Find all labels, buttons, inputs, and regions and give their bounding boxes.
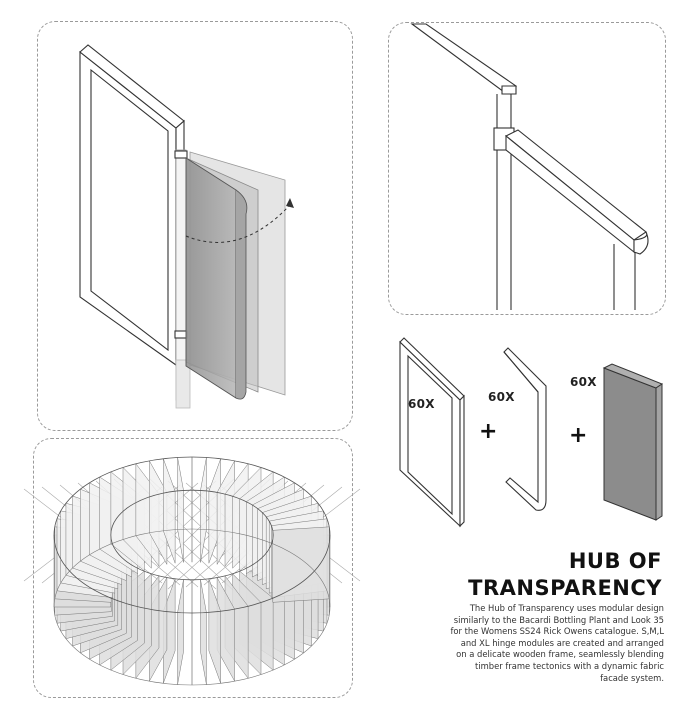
page-title: HUB OF TRANSPARENCY [468,548,662,602]
hinge-detail-panel [37,21,353,431]
pavilion-axonometric-panel [33,438,353,698]
fabric-module-drawing [602,363,664,521]
hinge-module-count: 60X [488,390,515,404]
fabric-module-count: 60X [570,375,597,389]
fabric-panel-drawing [185,151,294,400]
joint-detail-drawing [410,23,649,310]
project-description: The Hub of Transparency uses modular des… [450,603,664,683]
hinge-frame-drawing [79,44,191,409]
frame-module-count: 60X [408,397,435,411]
plus-operator-2: + [569,423,588,448]
pavilion-drawing [23,456,361,686]
plus-operator-1: + [479,419,498,444]
title-line-1: HUB OF [568,549,662,573]
joint-detail-panel [388,22,666,315]
hinge-module-drawing [503,347,547,511]
frame-module-drawing [399,337,465,528]
title-line-2: TRANSPARENCY [468,576,662,600]
